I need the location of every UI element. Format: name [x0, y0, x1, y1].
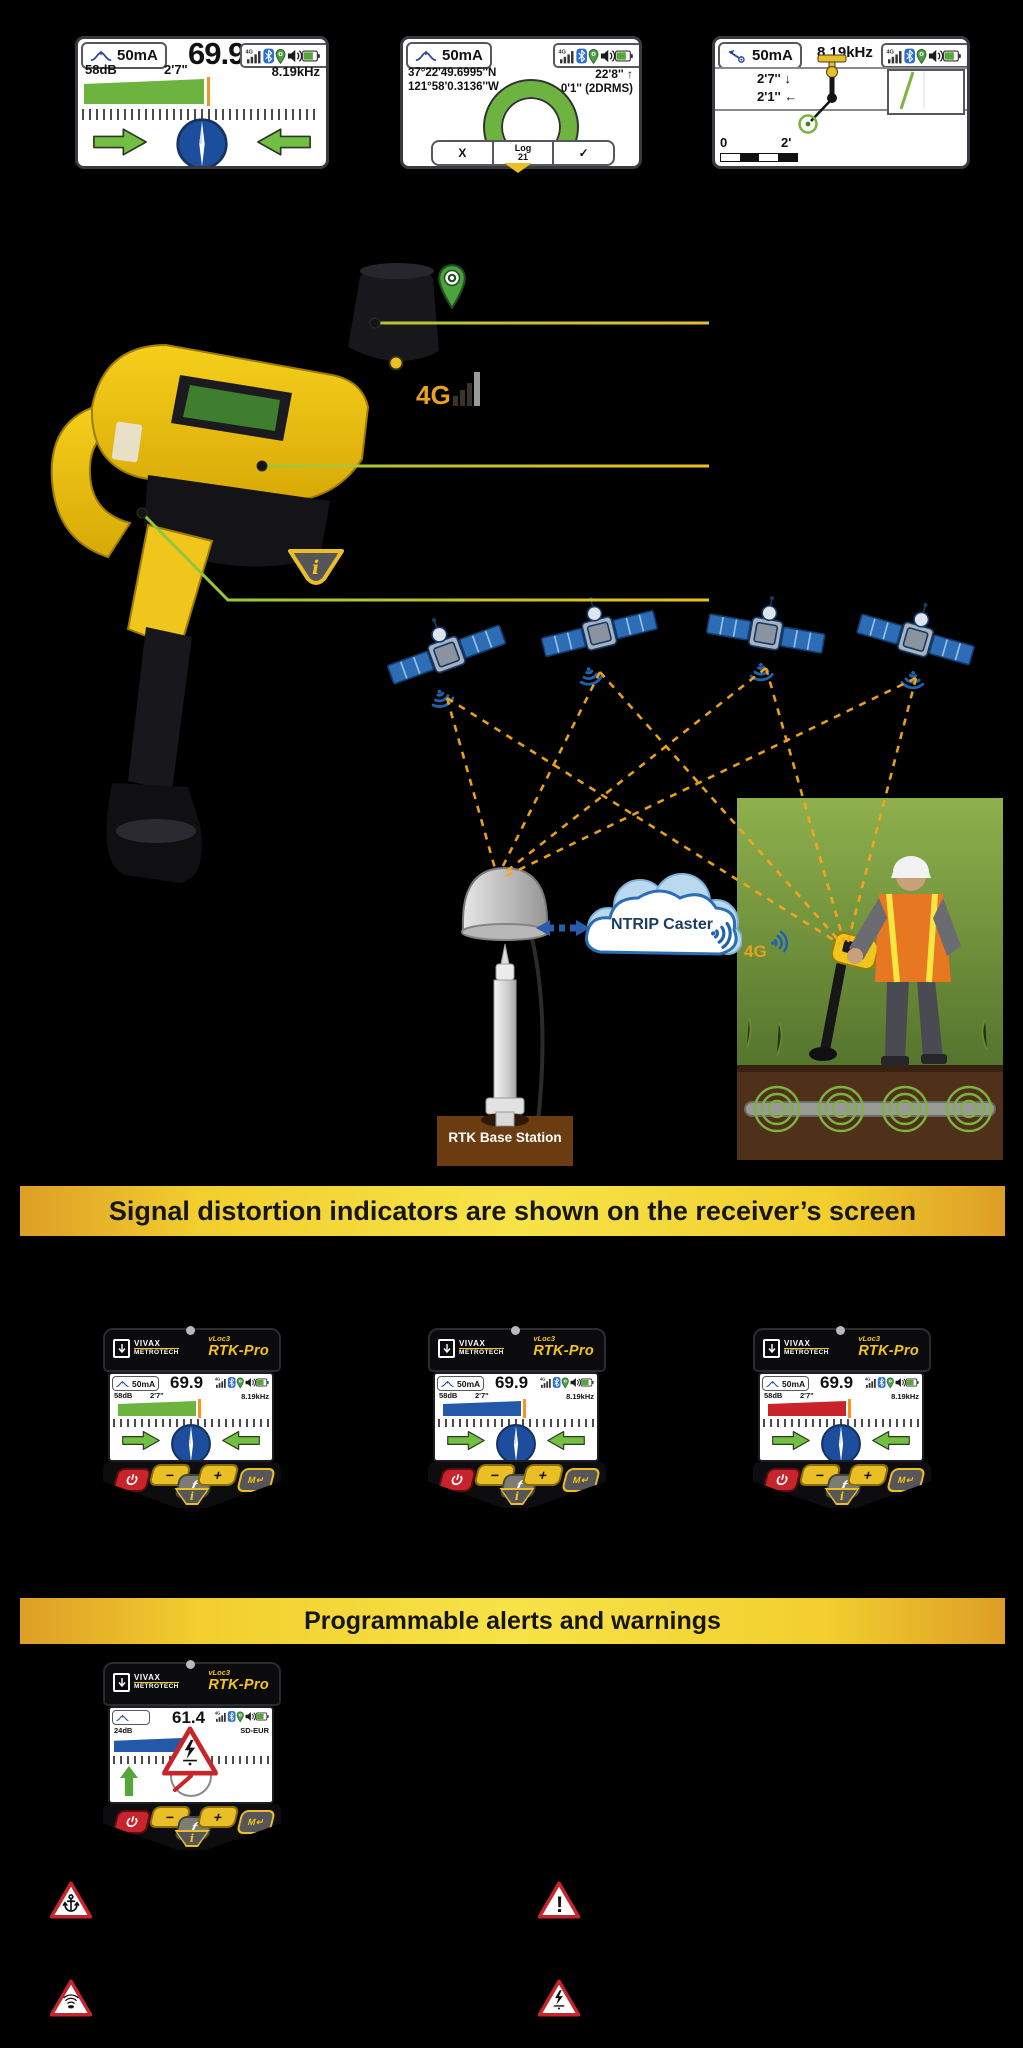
model-label: RTK-Pro: [533, 1343, 594, 1359]
scale-bar: [720, 153, 798, 162]
device-nub: [504, 163, 532, 173]
utility-marker-graphic: [798, 54, 847, 134]
info-button[interactable]: i: [174, 1488, 210, 1505]
signal-bar: [118, 1401, 196, 1416]
frequency-value: 8.19kHz: [271, 64, 320, 79]
banner-distortion: Signal distortion indicators are shown o…: [20, 1186, 1005, 1236]
info-button[interactable]: i: [824, 1488, 860, 1505]
mode-tab: 50mA: [406, 42, 492, 69]
speaker-hole: [511, 1326, 520, 1335]
speaker-hole: [836, 1326, 845, 1335]
panel-divider: [715, 109, 967, 111]
gnss-signal-lines: [445, 666, 918, 946]
depth-reading: 69.9: [188, 36, 245, 71]
distance-value: 2'7": [164, 62, 188, 77]
scale-end: 2': [781, 135, 792, 150]
panel-divider: [715, 67, 967, 69]
receiver-screen-mapping: 50mA 8.19kHz 2'7'' ↓ 2'1'' ← 0 2': [712, 36, 970, 169]
latitude-value: 37°22'49.6995''N: [408, 67, 497, 79]
info-button[interactable]: i: [174, 1830, 210, 1847]
speaker-hole: [186, 1326, 195, 1335]
current-value: 50mA: [442, 47, 483, 64]
ntrip-link-arrow: [536, 920, 590, 936]
current-value: 50mA: [117, 47, 158, 64]
vivax-metrotech-logo: VIVAX METROTECH: [763, 1339, 829, 1358]
mini-screen: 50mA 69.9 58dB 2'7" 8.19kHz: [433, 1372, 599, 1462]
receiver-screen-gps: 50mA 37°22'49.6995''N 121°58'0.3136''W 2…: [400, 36, 642, 169]
callout-lines: [136, 317, 709, 602]
profile-line: [899, 71, 925, 110]
depth-value: 2'7'' ↓: [757, 71, 791, 86]
current-value: 50mA: [752, 47, 793, 64]
signal-bar: [114, 1738, 182, 1752]
speaker-hole: [186, 1660, 195, 1669]
profile-graph: [887, 69, 965, 115]
log-button-bar: X Log 21 ✓: [431, 140, 615, 166]
confirm-label[interactable]: ✓: [578, 146, 589, 160]
cancel-label[interactable]: X: [458, 146, 467, 160]
info-icon: i: [288, 549, 344, 585]
target-tick: [207, 77, 210, 106]
antenna-height-value: 22'8'' ↑: [595, 67, 633, 81]
info-button[interactable]: i: [499, 1488, 535, 1505]
svg-text:!: !: [556, 1892, 563, 1917]
signal-bar: [443, 1401, 521, 1416]
log-count: 21: [518, 152, 529, 162]
series-label: vLoc3: [858, 1334, 881, 1343]
receiver-screen-locate: 50mA 69.9 58dB 2'7" 8.19kHz: [75, 36, 329, 169]
worker-figure: [847, 856, 961, 1066]
vivax-metrotech-logo: VIVAX METROTECH: [113, 1673, 179, 1692]
model-label: RTK-Pro: [858, 1343, 919, 1359]
mini-receiver-blue: VIVAX METROTECH vLoc3 RTK-Pro 50mA 69.9 …: [428, 1326, 606, 1508]
logo-mark-icon: [113, 1673, 130, 1692]
ntrip-cloud: [585, 873, 742, 956]
banner-alerts: Programmable alerts and warnings: [20, 1598, 1005, 1644]
vivax-metrotech-logo: VIVAX METROTECH: [113, 1339, 179, 1358]
base-station-label: RTK Base Station: [448, 1130, 562, 1145]
series-label: vLoc3: [208, 1668, 231, 1677]
rtk-base-station: [437, 866, 573, 1166]
svg-text:i: i: [312, 557, 319, 579]
model-label: RTK-Pro: [208, 1677, 269, 1693]
longitude-value: 121°58'0.3136''W: [408, 81, 499, 93]
alert-receiver: VIVAX METROTECH vLoc3 RTK-Pro 61.4 24dB …: [103, 1660, 281, 1852]
gain-value: 58dB: [85, 62, 117, 77]
lte-4g-label: 4G: [744, 942, 767, 961]
mode-tab: 50mA: [81, 42, 167, 69]
scale-zero: 0: [720, 135, 728, 150]
offset-value: 2'1'' ←: [757, 89, 798, 104]
logo-mark-icon: [438, 1339, 455, 1358]
model-label: RTK-Pro: [208, 1343, 269, 1359]
receiver-photo: [50, 263, 439, 883]
logo-mark-icon: [113, 1339, 130, 1358]
logo-mark-icon: [763, 1339, 780, 1358]
mini-receiver-red: VIVAX METROTECH vLoc3 RTK-Pro 50mA 69.9 …: [753, 1326, 931, 1508]
mini-screen: 50mA 69.9 58dB 2'7" 8.19kHz: [108, 1372, 274, 1462]
mini-receiver-green: VIVAX METROTECH vLoc3 RTK-Pro 50mA 69.9 …: [103, 1326, 281, 1508]
ntrip-caster-label: NTRIP Caster: [611, 916, 713, 933]
gnss-pin-icon: [438, 264, 466, 309]
mini-screen: 50mA 69.9 58dB 2'7" 8.19kHz: [758, 1372, 924, 1462]
series-label: vLoc3: [208, 1334, 231, 1343]
series-label: vLoc3: [533, 1334, 556, 1343]
scale-ruler: [82, 109, 320, 120]
vivax-metrotech-logo: VIVAX METROTECH: [438, 1339, 504, 1358]
accuracy-value: ⇔ 0'1'' (2DRMS): [546, 83, 633, 95]
lte-4g-icon: 4G: [416, 366, 480, 408]
general-warning-icon: !: [538, 1880, 580, 1920]
log-label[interactable]: Log: [514, 143, 532, 153]
alert-screen: 61.4 24dB SD-EUR: [108, 1706, 274, 1804]
signal-bar: [768, 1401, 846, 1416]
